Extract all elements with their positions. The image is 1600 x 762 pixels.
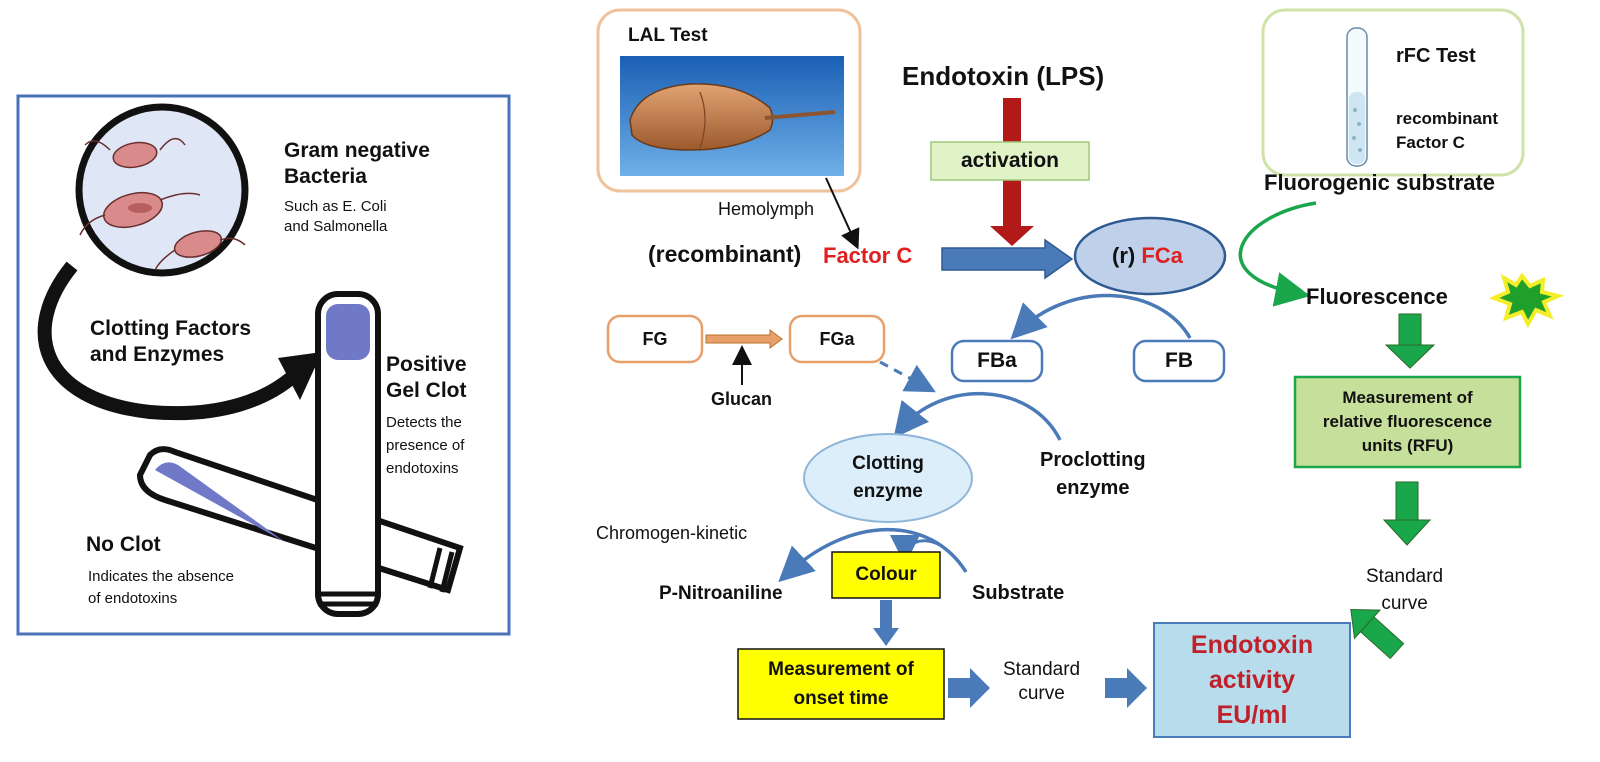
fluorescence-down-arrow (1384, 313, 1436, 369)
clotting-arrow-head (278, 352, 322, 400)
activation-box (930, 141, 1090, 181)
fca-prefix: (r) (1112, 243, 1142, 268)
curve-to-activity-green-arrow (1350, 609, 1405, 660)
fba-label: FBa (977, 349, 1017, 372)
factor-c-arrow (941, 238, 1074, 280)
proclotting-enzyme-label: Proclotting enzyme (1040, 449, 1146, 499)
positive-gel-clot-desc: Detects the presence of endotoxins (386, 414, 465, 477)
proclotting-arc (893, 391, 1062, 441)
fb-activation-arc (1010, 293, 1192, 340)
hemolymph-pointer (825, 177, 860, 250)
standard-curve-label-2: Standard curve (1366, 566, 1444, 614)
onset-to-curve-arrow (948, 668, 990, 708)
endotoxin-lps-label: Endotoxin (LPS) (902, 61, 1105, 91)
colour-label: Colour (855, 564, 917, 585)
test-tube-illustration (1346, 27, 1368, 167)
horseshoe-crab-photo (620, 56, 844, 176)
measure-rfu-label: Measurement of relative fluorescence uni… (1322, 388, 1493, 455)
chromogen-kinetic-label: Chromogen-kinetic (596, 523, 748, 543)
fb-box (1132, 339, 1226, 383)
clotting-factors-label: Clotting Factors and Enzymes (90, 317, 251, 366)
p-nitroaniline-label: P-Nitroaniline (659, 583, 783, 604)
measure-onset-label: Measurement of onset time (768, 659, 914, 709)
endotoxin-activity-label: Endotoxin activity EU/ml (1190, 630, 1314, 729)
fga-box (788, 314, 886, 364)
fluorescence-star-icon (1488, 272, 1565, 329)
clotting-enzyme-node (803, 433, 973, 523)
factor-c-label: Factor C (823, 243, 913, 268)
substrate-label: Substrate (972, 582, 1065, 604)
fca-label: (r) FCa (1112, 243, 1183, 269)
hemolymph-label: Hemolymph (718, 199, 815, 219)
fba-box (950, 339, 1044, 383)
no-clot-title: No Clot (86, 533, 161, 556)
recombinant-label: (recombinant) (648, 241, 802, 267)
fluorescence-label: Fluorescence (1306, 284, 1448, 309)
bacteria-illustration (75, 103, 249, 277)
fga-dashed-arrow (879, 360, 936, 393)
fb-label: FB (1165, 349, 1193, 372)
clotting-enzyme-label: Clotting enzyme (852, 453, 924, 502)
measure-onset-box (737, 648, 945, 720)
no-clot-desc: Indicates the absence of endotoxins (88, 568, 234, 607)
fga-label: FGa (819, 328, 855, 349)
glucan-label: Glucan (711, 389, 773, 409)
fg-to-fga-arrow (705, 329, 783, 349)
positive-gel-clot-title: Positive Gel Clot (386, 353, 467, 402)
clotting-curve-arrow (37, 261, 305, 421)
fg-box (606, 314, 704, 364)
colour-box (831, 551, 941, 599)
bacteria-description: Such as E. Coli and Salmonella (284, 198, 388, 235)
curve-to-activity-arrow (1105, 668, 1147, 708)
fg-label: FG (642, 328, 668, 349)
positive-tube (315, 291, 381, 617)
activation-label: activation (960, 149, 1060, 172)
fca-text: FCa (1141, 243, 1183, 268)
rfc-test-frame (1261, 8, 1525, 177)
bacteria-title: Gram negative Bacteria (284, 139, 430, 188)
fluorogenic-substrate-label: Fluorogenic substrate (1264, 170, 1496, 195)
rfc-test-title: rFC Test (1396, 45, 1476, 67)
substrate-arc (778, 527, 968, 583)
endotoxin-activity-box (1153, 622, 1351, 738)
standard-curve-label-1: Standard curve (1003, 659, 1081, 704)
lal-test-title: LAL Test (628, 25, 708, 46)
rfu-down-arrow (1382, 481, 1432, 546)
rfc-subtitle: recombinant Factor C (1396, 109, 1499, 152)
colour-down-arrow (873, 600, 899, 646)
fca-node (1073, 216, 1227, 296)
fluorogenic-curve (1238, 201, 1317, 307)
measure-rfu-box (1293, 375, 1522, 469)
